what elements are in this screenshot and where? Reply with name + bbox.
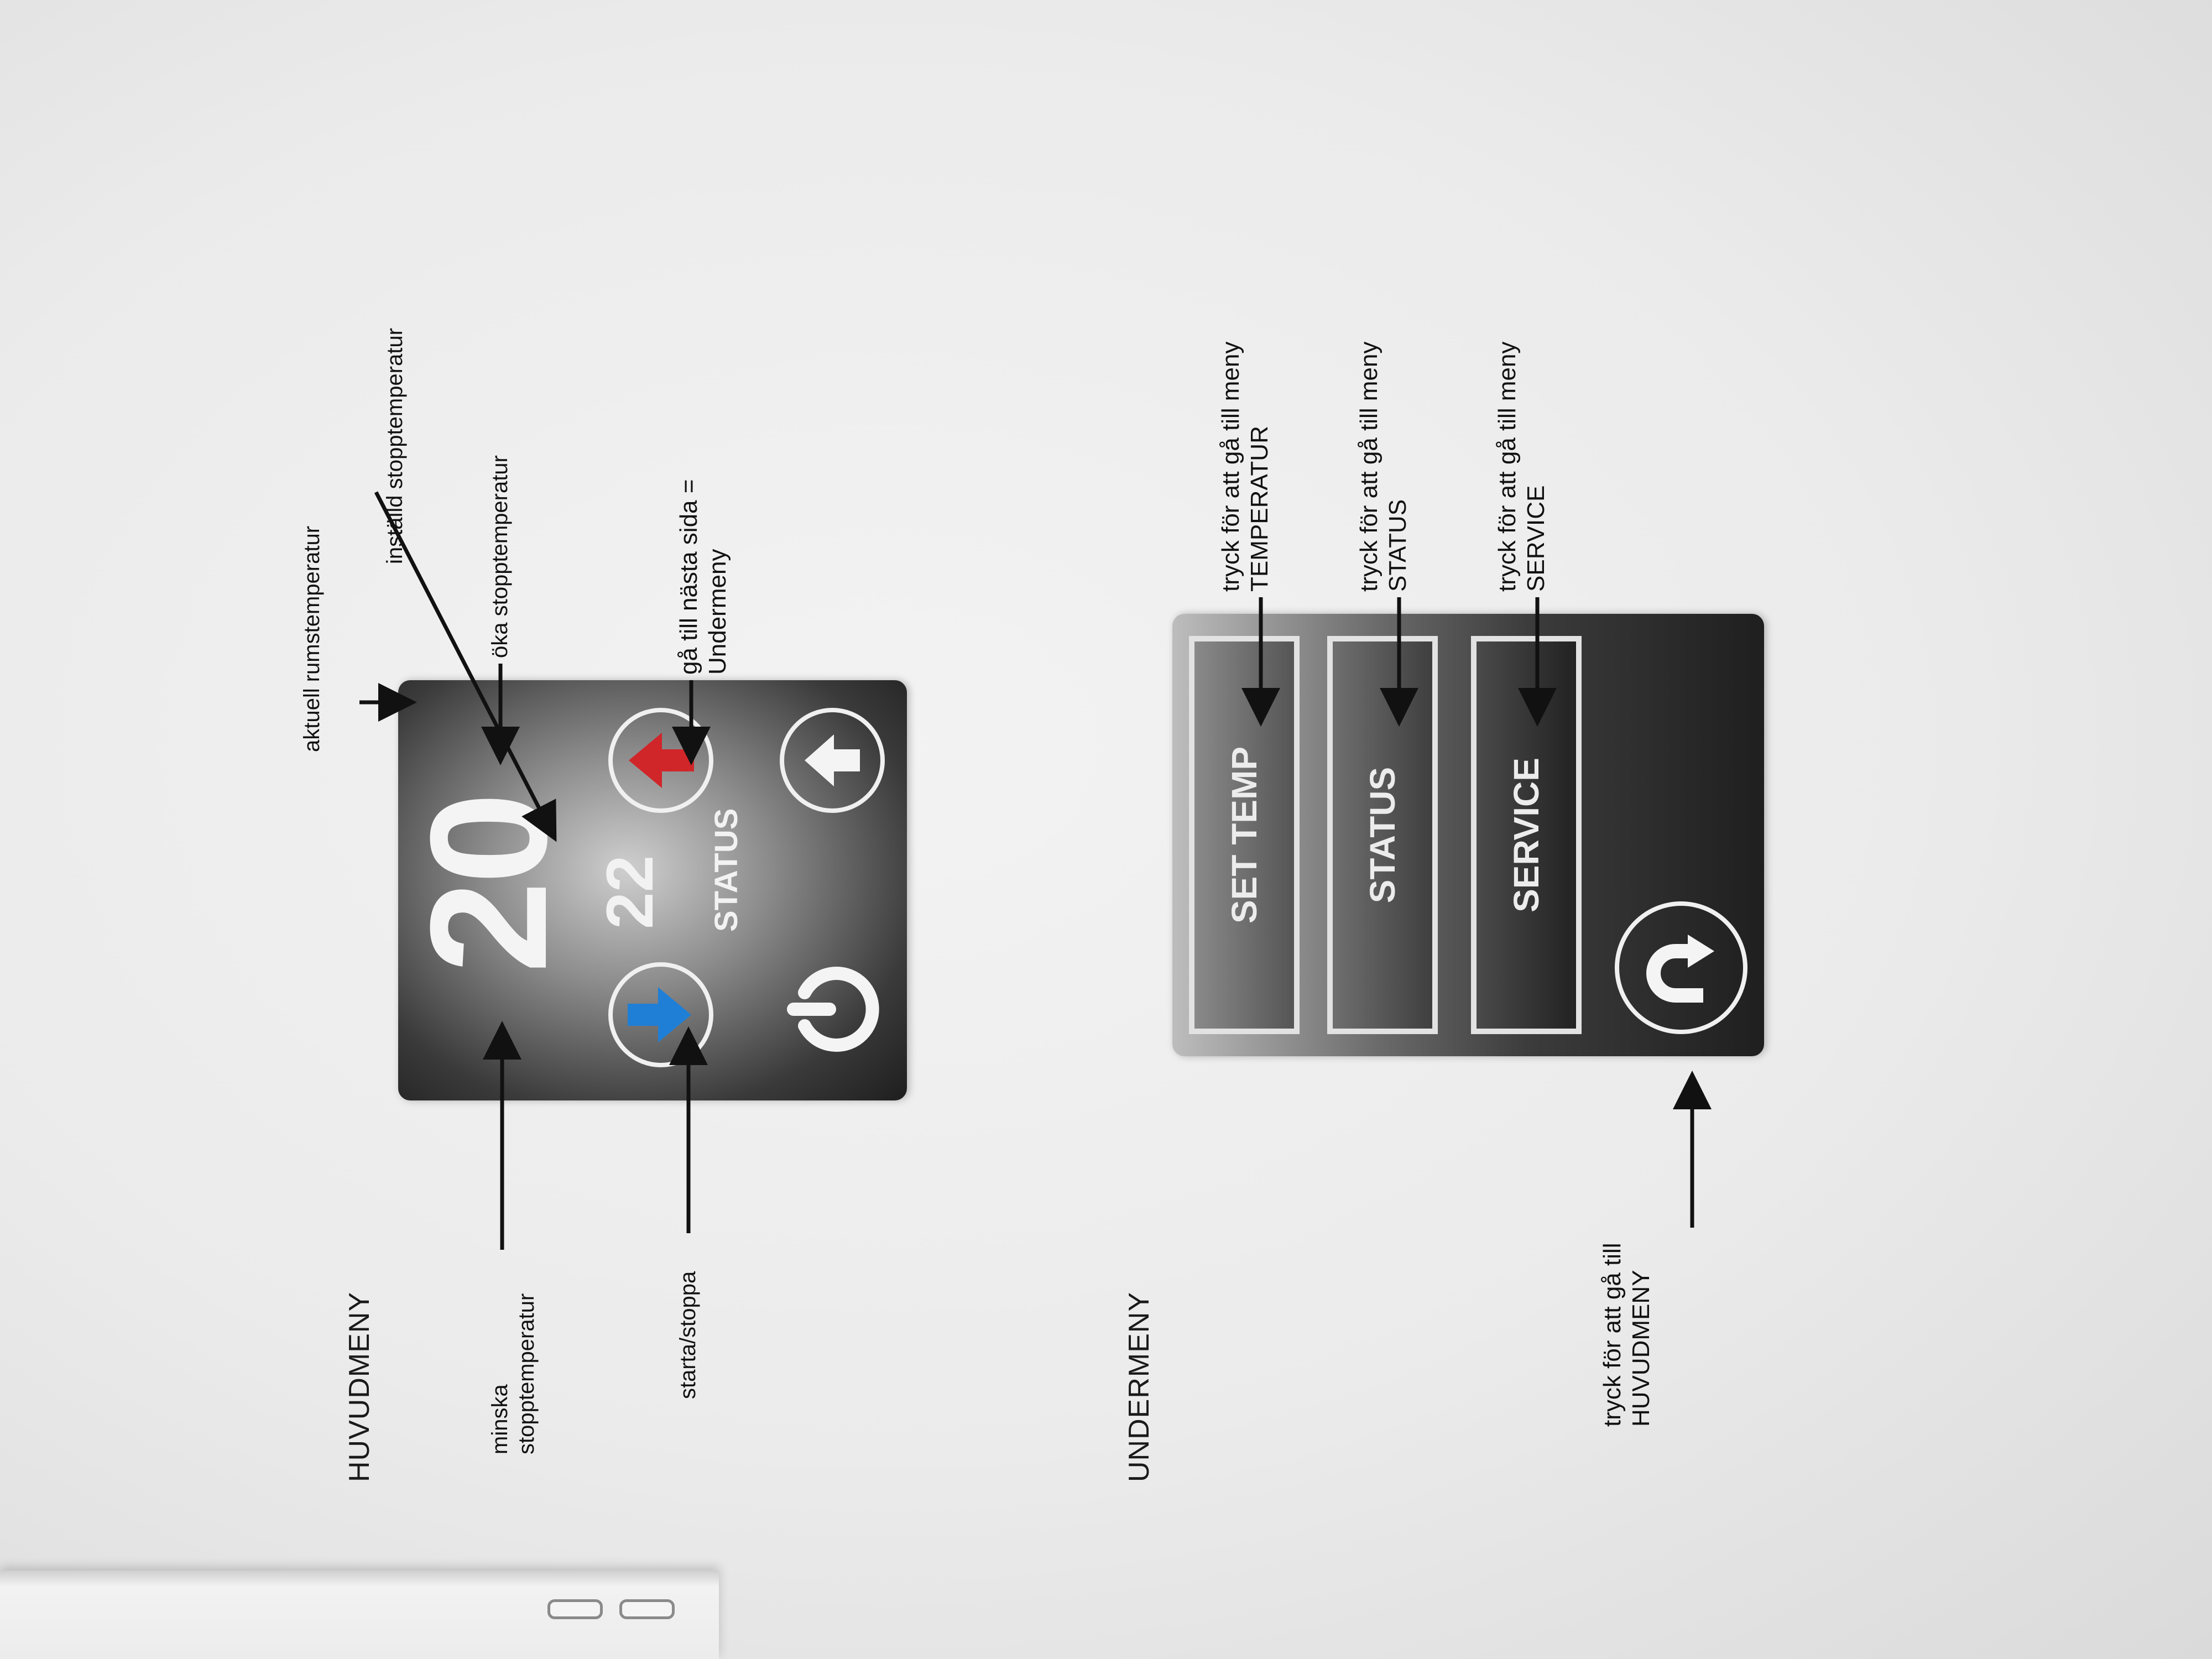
annotation-arrows (359, 491, 1712, 1250)
sub-menu-panel: SET TEMP STATUS SERVICE (1172, 614, 1764, 1056)
arrow-up-icon (805, 734, 860, 786)
power-icon (787, 967, 879, 1052)
arrow-down-icon (628, 987, 691, 1042)
binder-ring (619, 1599, 675, 1619)
manual-content: HUVUDMENY aktuell rumstemperatur inställ… (276, 28, 1936, 1521)
arrow-set-temp (374, 491, 557, 842)
binder-ring (547, 1599, 603, 1619)
next-page-button[interactable] (780, 708, 885, 813)
decrease-temp-button[interactable] (608, 962, 713, 1067)
return-icon (1646, 935, 1714, 1003)
arrow-up-icon (629, 733, 694, 788)
page-fold (0, 1571, 719, 1659)
back-to-main-button[interactable] (1615, 901, 1747, 1034)
increase-temp-button[interactable] (608, 708, 713, 813)
main-menu-panel: 20 22 STATUS (395, 680, 907, 1100)
power-button[interactable] (780, 957, 885, 1062)
